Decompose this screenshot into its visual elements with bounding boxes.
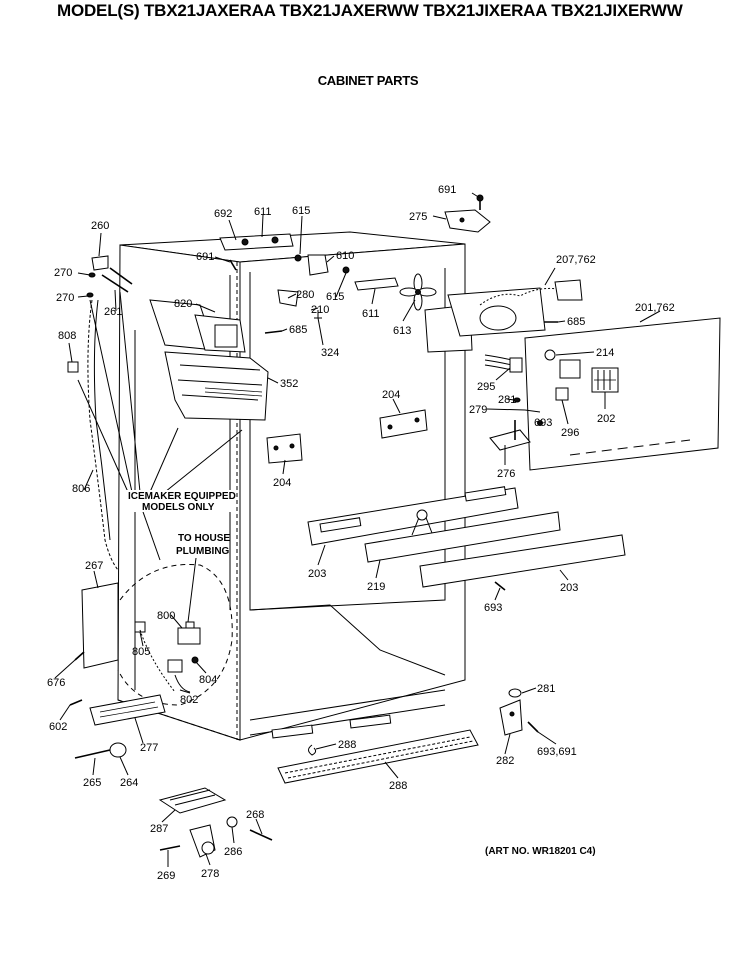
label-287: 287 [150,823,168,835]
label-278: 278 [201,868,219,880]
label-219: 219 [367,581,385,593]
art-number: (ART NO. WR18201 C4) [485,846,596,857]
label-802: 802 [180,694,198,706]
label-602: 602 [49,721,67,733]
note-icemaker-line1: ICEMAKER EQUIPPED [128,491,236,502]
water-valve-area [67,255,233,706]
label-281-b: 281 [537,683,555,695]
label-352: 352 [280,378,298,390]
label-615-b: 615 [326,291,344,303]
page-title: CABINET PARTS [317,73,419,88]
label-676: 676 [47,677,65,689]
label-210: 210 [311,304,329,316]
label-611-b: 611 [362,308,380,320]
note-plumbing-line1: TO HOUSE [178,533,230,544]
label-800: 800 [157,610,175,622]
control-panel [484,317,721,471]
label-203-b: 203 [560,582,578,594]
label-693-691: 693,691 [537,746,577,758]
label-214: 214 [596,347,614,359]
label-820: 820 [174,298,192,310]
label-685-b: 685 [567,316,585,328]
label-286: 286 [224,846,242,858]
label-267: 267 [85,560,103,572]
model-numbers: MODEL(S) TBX21JAXERAA TBX21JAXERWW TBX21… [57,1,683,20]
label-806: 806 [72,483,90,495]
label-260: 260 [91,220,109,232]
label-685-a: 685 [289,324,307,336]
label-279: 279 [469,404,487,416]
mullion-rails [307,486,626,591]
note-plumbing-line2: PLUMBING [176,546,230,557]
label-288-a: 288 [338,739,356,751]
fan-housing [424,279,583,353]
label-265: 265 [83,777,101,789]
header: MODEL(S) TBX21JAXERAA TBX21JAXERWW TBX21… [0,0,736,28]
label-203-a: 203 [308,568,326,580]
label-282: 282 [496,755,514,767]
label-261: 261 [104,306,122,318]
label-804: 804 [199,674,217,686]
label-295: 295 [477,381,495,393]
note-icemaker-line2: MODELS ONLY [142,502,215,513]
label-281-a: 281 [498,394,516,406]
leader-lines [54,192,661,867]
label-296: 296 [561,427,579,439]
lower-left-parts [69,582,166,759]
label-264: 264 [120,777,138,789]
label-324: 324 [321,347,339,359]
brackets-204 [266,409,428,464]
label-693-b: 693 [484,602,502,614]
label-275: 275 [409,211,427,223]
top-hardware [219,194,558,334]
notes: ICEMAKER EQUIPPED MODELS ONLY TO HOUSE P… [126,490,596,857]
label-270-a: 270 [54,267,72,279]
label-268: 268 [246,809,264,821]
label-288-b: 288 [389,780,407,792]
label-201-762: 201,762 [635,302,675,314]
label-692: 692 [214,208,232,220]
label-808: 808 [58,330,76,342]
label-207-762: 207,762 [556,254,596,266]
icemaker-assembly [101,267,269,421]
label-691-b: 691 [196,251,214,263]
label-269: 269 [157,870,175,882]
label-202: 202 [597,413,615,425]
label-277: 277 [140,742,158,754]
lower-parts [158,688,539,858]
label-610: 610 [336,250,354,262]
label-613: 613 [393,325,411,337]
label-204-b: 204 [273,477,291,489]
label-270-b: 270 [56,292,74,304]
label-805: 805 [132,646,150,658]
label-280: 280 [296,289,314,301]
label-276: 276 [497,468,515,480]
label-611-a: 611 [254,206,272,218]
label-693-a: 693 [534,417,552,429]
label-691-a: 691 [438,184,456,196]
part-labels: 691 275 260 692 611 615 691 610 270 207,… [47,184,675,882]
label-204-a: 204 [382,389,400,401]
label-615-a: 615 [292,205,310,217]
